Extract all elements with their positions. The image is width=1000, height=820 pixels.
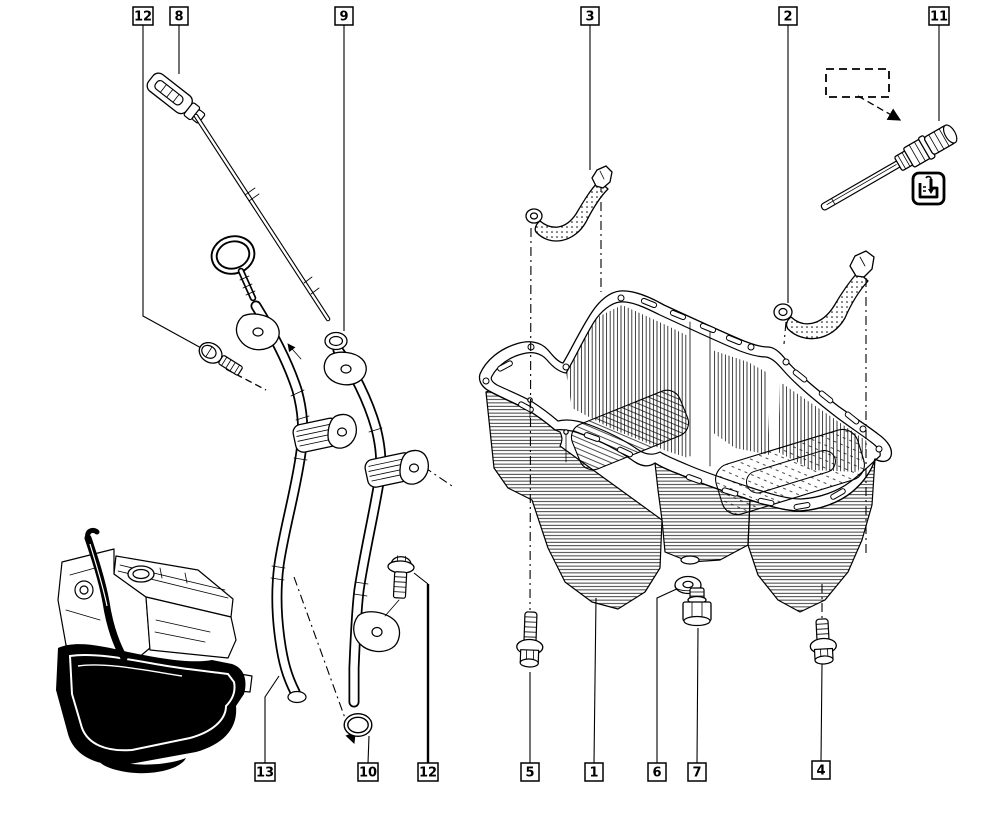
oil-pan-bolt-slots xyxy=(497,297,860,510)
dipstick-handle xyxy=(146,72,206,124)
callout-label: 3 xyxy=(585,10,594,25)
bolt-4 xyxy=(809,618,837,665)
bolt-12-lower xyxy=(387,555,415,599)
callout-9: 9 xyxy=(334,6,354,26)
ring-pull xyxy=(210,235,256,275)
callout-4: 4 xyxy=(811,760,831,780)
dipstick-illustration xyxy=(146,72,331,322)
callout-2: 2 xyxy=(778,6,798,26)
callout-8: 8 xyxy=(169,6,189,26)
left-tube-foot xyxy=(287,690,307,704)
left-guide-tube-assembly xyxy=(210,235,358,704)
right-guide-tube-assembly xyxy=(323,331,430,737)
bolt-5 xyxy=(516,611,544,668)
callout-7: 7 xyxy=(687,762,707,782)
bolt-12-upper xyxy=(198,341,243,376)
oil-pan-illustration xyxy=(478,290,893,613)
callout-label: 5 xyxy=(525,766,534,781)
engine-location-thumbnail xyxy=(56,527,253,774)
callout-11: 11 xyxy=(928,6,950,26)
oil-pan-floor-left xyxy=(570,389,690,471)
sensor-callout-box-dashed xyxy=(825,68,890,98)
oil-pan-middle-wall xyxy=(654,462,751,563)
drain-boss xyxy=(680,555,700,565)
callout-13: 13 xyxy=(254,762,276,782)
callout-12-top: 12 xyxy=(132,6,154,26)
callout-label: 10 xyxy=(359,766,377,781)
stiffener-strap-2 xyxy=(773,250,875,340)
callout-label: 2 xyxy=(783,10,792,25)
oil-pan-bolt-holes xyxy=(482,294,883,453)
callout-label: 8 xyxy=(174,10,183,25)
oil-pan-right-wall xyxy=(747,458,876,613)
callout-boxes: 12 8 9 3 2 11 13 10 xyxy=(132,6,950,782)
callout-label: 1 xyxy=(589,766,598,781)
callout-label: 12 xyxy=(419,766,437,781)
callout-label: 6 xyxy=(652,766,661,781)
oil-pan-inner-right-wall xyxy=(712,350,770,455)
insert-arrow xyxy=(287,343,302,360)
callout-10: 10 xyxy=(357,762,379,782)
callout-label: 13 xyxy=(256,766,274,781)
left-tube-ring-ticks xyxy=(270,389,310,581)
callout-label: 11 xyxy=(930,10,948,25)
callout-label: 7 xyxy=(692,766,701,781)
callout-label: 9 xyxy=(339,10,348,25)
sensor-pointer-arrow xyxy=(857,95,902,121)
oil-level-sensor xyxy=(820,68,958,211)
leader-lines xyxy=(142,25,940,764)
gasket-pins xyxy=(527,397,569,463)
o-ring xyxy=(343,713,373,737)
drain-plug-7 xyxy=(682,587,712,627)
callout-1: 1 xyxy=(584,762,604,782)
callout-12-bottom: 12 xyxy=(417,762,439,782)
dipstick-break-marks xyxy=(244,187,320,295)
callout-5: 5 xyxy=(520,762,540,782)
callout-label: 12 xyxy=(134,10,152,25)
stiffener-strap-3 xyxy=(525,165,613,242)
callout-6: 6 xyxy=(647,762,667,782)
oil-sump-service-icon xyxy=(911,171,946,206)
callout-label: 4 xyxy=(816,764,825,779)
callout-3: 3 xyxy=(580,6,600,26)
alignment-lines xyxy=(225,183,867,745)
insertion-direction-arrow xyxy=(293,576,356,745)
